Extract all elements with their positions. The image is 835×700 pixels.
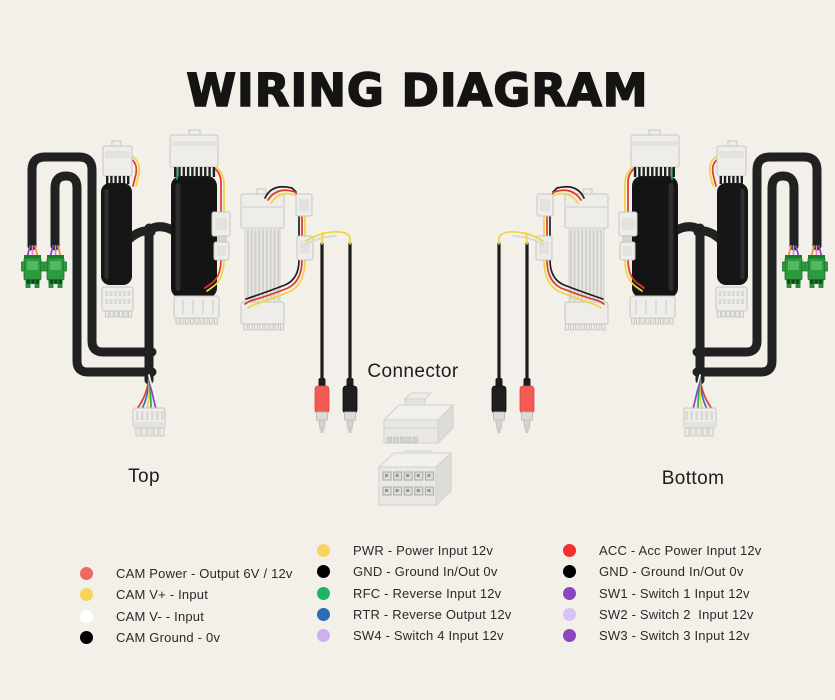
legend-item: RFC - Reverse Input 12v bbox=[317, 583, 511, 604]
legend-item-label: SW2 - Switch 2 Input 12v bbox=[599, 607, 754, 623]
connector-label: Connector bbox=[367, 361, 459, 382]
legend-item: RTR - Reverse Output 12v bbox=[317, 604, 511, 625]
legend-color-dot bbox=[80, 567, 93, 581]
top-harness-label: Top bbox=[128, 466, 160, 487]
legend-color-dot bbox=[80, 609, 93, 623]
legend-item: SW2 - Switch 2 Input 12v bbox=[563, 604, 762, 625]
legend-item: SW1 - Switch 1 Input 12v bbox=[563, 583, 762, 604]
connector-male-icon bbox=[382, 392, 455, 445]
legend-color-dot bbox=[317, 629, 330, 643]
legend-item: CAM V- - Input bbox=[80, 606, 293, 627]
legend-item: GND - Ground In/Out 0v bbox=[317, 561, 511, 582]
legend-item: SW3 - Switch 3 Input 12v bbox=[563, 625, 762, 646]
legend-item-label: RTR - Reverse Output 12v bbox=[353, 607, 512, 623]
legend-item-label: CAM Ground - 0v bbox=[116, 630, 221, 646]
legend-item: ACC - Acc Power Input 12v bbox=[563, 540, 762, 561]
legend-item-label: CAM V+ - Input bbox=[116, 587, 209, 603]
legend-item: GND - Ground In/Out 0v bbox=[563, 561, 762, 582]
legend-item-label: SW1 - Switch 1 Input 12v bbox=[599, 585, 750, 601]
bottom-harness-illustration bbox=[492, 130, 828, 436]
legend-color-dot bbox=[317, 544, 330, 558]
legend-color-dot bbox=[317, 586, 330, 600]
legend-item-label: SW4 - Switch 4 Input 12v bbox=[353, 628, 504, 644]
legend-color-dot bbox=[563, 608, 576, 622]
bottom-harness-label: Bottom bbox=[661, 468, 725, 489]
legend-item-label: ACC - Acc Power Input 12v bbox=[599, 543, 762, 559]
legend-item-label: RFC - Reverse Input 12v bbox=[353, 585, 502, 601]
page-title: WIRING DIAGRAM bbox=[186, 63, 649, 118]
legend-item: PWR - Power Input 12v bbox=[317, 540, 511, 561]
legend-item: CAM Power - Output 6V / 12v bbox=[80, 563, 293, 584]
legend-camera-column: CAM Power - Output 6V / 12v CAM V+ - Inp… bbox=[80, 563, 293, 648]
legend-item: CAM V+ - Input bbox=[80, 584, 293, 605]
legend-switch-column: ACC - Acc Power Input 12v GND - Ground I… bbox=[563, 540, 762, 646]
legend-color-dot bbox=[80, 588, 93, 602]
legend-color-dot bbox=[563, 565, 576, 579]
legend-item-label: PWR - Power Input 12v bbox=[353, 543, 494, 559]
legend-color-dot bbox=[317, 608, 330, 622]
legend-item-label: CAM V- - Input bbox=[116, 608, 205, 624]
legend-item: CAM Ground - 0v bbox=[80, 627, 293, 648]
legend-power-column: PWR - Power Input 12v GND - Ground In/Ou… bbox=[317, 540, 511, 646]
legend-color-dot bbox=[563, 629, 576, 643]
legend-color-dot bbox=[563, 544, 576, 558]
legend-color-dot bbox=[563, 586, 576, 600]
legend-item: SW4 - Switch 4 Input 12v bbox=[317, 625, 511, 646]
legend-color-dot bbox=[80, 631, 93, 645]
top-harness-illustration bbox=[22, 130, 358, 436]
legend-item-label: GND - Ground In/Out 0v bbox=[353, 564, 498, 580]
legend-item-label: SW3 - Switch 3 Input 12v bbox=[599, 628, 750, 644]
legend-item-label: CAM Power - Output 6V / 12v bbox=[116, 566, 293, 582]
legend-item-label: GND - Ground In/Out 0v bbox=[599, 564, 744, 580]
legend-color-dot bbox=[317, 565, 330, 579]
connector-female-icon bbox=[377, 450, 453, 507]
